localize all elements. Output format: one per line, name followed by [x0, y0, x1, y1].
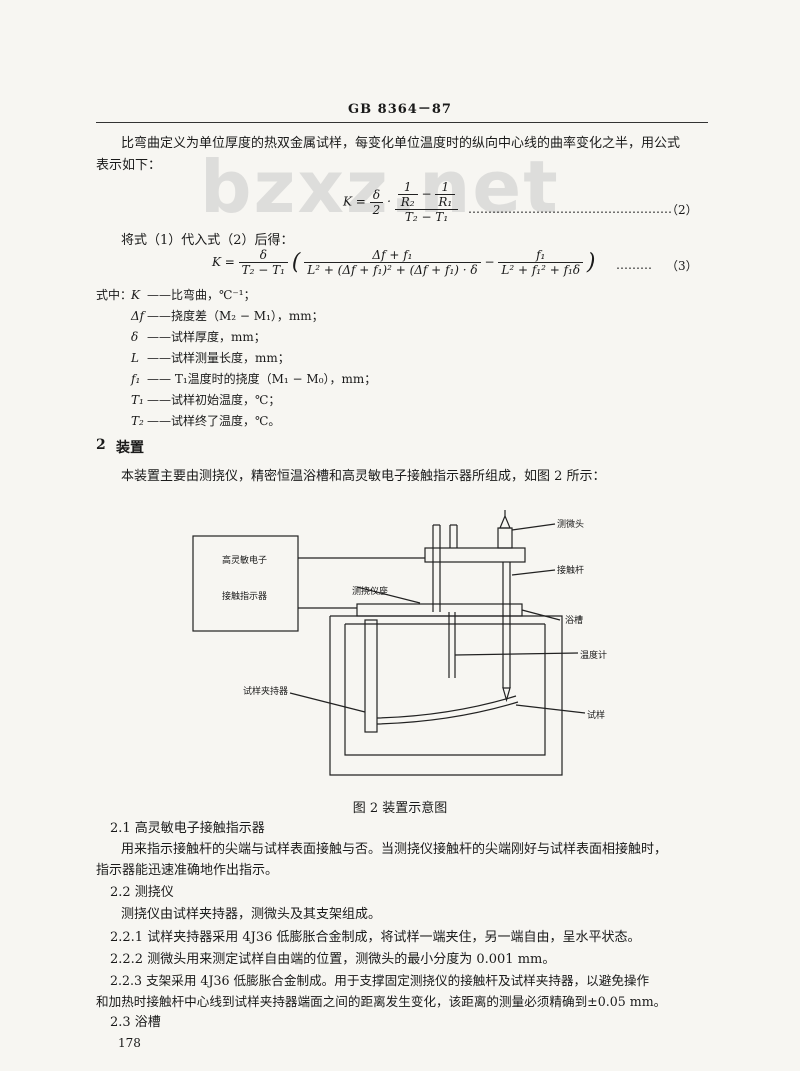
left-paren: ( — [291, 250, 301, 275]
symbol-row: T₂——试样终了温度，℃。 — [131, 412, 280, 430]
formula-2-delta-over-2: δ 2 — [369, 188, 384, 217]
formula-3-leader: ……… — [616, 258, 652, 272]
symbol-description: ——试样初始温度，℃； — [147, 393, 281, 407]
symbol-row: f₁ —— T₁温度时的挠度（M₁ − M₀），mm； — [131, 370, 376, 388]
symbol-name: K — [131, 288, 140, 302]
formula-2-main-denominator: T₂ − T₁ — [404, 210, 449, 224]
symbol-name: Δf — [131, 309, 145, 323]
figure-caption: 图 2 装置示意图 — [352, 801, 448, 816]
label-holder: 试样夹持器 — [243, 687, 289, 697]
s21-heading: 2.1 高灵敏电子接触指示器 — [110, 821, 265, 836]
label-bath: 浴槽 — [565, 616, 584, 626]
indicator-box — [192, 535, 299, 632]
frac-num: δ — [369, 188, 384, 203]
substitute-text: 将式（1）代入式（2）后得： — [121, 233, 294, 248]
symbol-description: ——试样测量长度，mm； — [147, 351, 290, 365]
symbol-row: K ——比弯曲，℃⁻¹； — [131, 286, 256, 304]
s222-text: 2.2.2 测微头用来测定试样自由端的位置，测微头的最小分度为 0.001 mm… — [110, 952, 556, 967]
section-2-number: 2 — [96, 437, 106, 453]
watermark: bzxz.net — [200, 145, 560, 229]
right-paren: ) — [586, 250, 596, 275]
formula-2-number: （2） — [666, 203, 698, 217]
symbol-description: ——挠度差（M₂ − M₁），mm； — [147, 309, 324, 323]
formula-2-main-fraction: 1 R₂ − 1 R₁ T₂ − T₁ — [394, 180, 459, 224]
label-base: 测挠仪座 — [352, 587, 389, 597]
label-micrometer: 测微头 — [557, 520, 585, 530]
formula-2: K = δ 2 · 1 R₂ − 1 R₁ T₂ − T₁ — [343, 180, 459, 224]
formula-2-lhs: K = — [343, 194, 370, 209]
frac-num: f₁ — [498, 248, 584, 263]
page-number: 178 — [118, 1036, 141, 1050]
symbol-description: ——比弯曲，℃⁻¹； — [147, 288, 256, 302]
formula-3-term-2: f₁ L² + f₁² + f₁δ — [498, 248, 584, 277]
symbol-row: L ——试样测量长度，mm； — [131, 349, 290, 367]
minus-sign: − — [421, 187, 436, 201]
inner-frac-a: 1 R₂ — [397, 180, 418, 209]
frac-den: R₁ — [438, 195, 453, 209]
frac-num: 1 — [435, 180, 456, 195]
top-crossbar — [424, 547, 526, 563]
symbol-description: —— T₁温度时的挠度（M₁ − M₀），mm； — [147, 372, 377, 386]
formula-3-number: （3） — [666, 259, 698, 273]
symbol-name: L — [131, 351, 139, 365]
label-thermometer: 温度计 — [580, 651, 608, 661]
s223-line-2: 和加热时接触杆中心线到试样夹持器端面之间的距离发生变化，该距离的测量必须精确到±… — [96, 994, 667, 1009]
frac-den: R₂ — [400, 195, 415, 209]
frac-den: 2 — [372, 202, 381, 217]
s23-heading: 2.3 浴槽 — [110, 1015, 161, 1030]
bath-inner — [344, 624, 546, 756]
frac-num: Δf + f₁ — [304, 248, 481, 263]
formula-2-dot: · — [387, 194, 395, 209]
intro-line-1: 比弯曲定义为单位厚度的热双金属试样，每变化单位温度时的纵向中心线的曲率变化之半，… — [121, 136, 681, 151]
frac-num: δ — [238, 248, 288, 263]
formula-3-lhs: K = — [212, 255, 239, 269]
formula-2-leader: …………………………………………… — [468, 202, 672, 216]
s22-heading: 2.2 测挠仪 — [110, 885, 174, 900]
symbol-name: δ — [131, 330, 139, 344]
symbol-description: ——试样终了温度，℃。 — [147, 414, 281, 428]
symbol-row: δ ——试样厚度，mm； — [131, 328, 266, 346]
bath-outer — [329, 615, 563, 776]
symbol-list-lead: 式中： — [96, 288, 133, 302]
specimen-holder — [364, 619, 378, 733]
label-specimen: 试样 — [587, 711, 606, 721]
minus-sign: − — [484, 255, 499, 269]
frac-den: L² + f₁² + f₁δ — [501, 263, 581, 277]
frac-den: T₂ − T₁ — [241, 263, 285, 277]
header-rule — [96, 122, 708, 123]
section-2-text: 本装置主要由测挠仪，精密恒温浴槽和高灵敏电子接触指示器所组成，如图 2 所示： — [121, 469, 606, 484]
symbol-name: f₁ — [131, 372, 141, 386]
s223-line-1: 2.2.3 支架采用 4J36 低膨胀合金制成。用于支撑固定测挠仪的接触杆及试样… — [110, 973, 650, 988]
s22-text: 测挠仪由试样夹持器，测微头及其支架组成。 — [121, 907, 382, 922]
s21-line-2: 指示器能迅速准确地作出指示。 — [96, 863, 279, 878]
inner-frac-b: 1 R₁ — [435, 180, 456, 209]
symbol-name: T₂ — [131, 414, 144, 428]
section-2-title: 装置 — [116, 440, 144, 456]
indicator-label-1: 高灵敏电子 — [222, 556, 268, 566]
symbol-name: T₁ — [131, 393, 144, 407]
label-contact-rod: 接触杆 — [557, 566, 585, 576]
indicator-label-2: 接触指示器 — [222, 592, 268, 602]
s21-line-1: 用来指示接触杆的尖端与试样表面接触与否。当测挠仪接触杆的尖端刚好与试样表面相接触… — [121, 842, 668, 857]
formula-2-main-numerator: 1 R₂ − 1 R₁ — [394, 180, 459, 210]
s221-text: 2.2.1 试样夹持器采用 4J36 低膨胀合金制成，将试样一端夹住，另一端自由… — [110, 930, 641, 945]
formula-3-prefactor: δ T₂ − T₁ — [238, 248, 288, 277]
frac-den: L² + (Δf + f₁)² + (Δf + f₁) · δ — [307, 263, 478, 277]
formula-3-term-1: Δf + f₁ L² + (Δf + f₁)² + (Δf + f₁) · δ — [304, 248, 481, 277]
standard-header: GB 8364－87 — [348, 102, 452, 117]
symbol-row: Δf——挠度差（M₂ − M₁），mm； — [131, 307, 324, 325]
symbol-row: T₁——试样初始温度，℃； — [131, 391, 280, 409]
intro-line-2: 表示如下： — [96, 158, 162, 173]
frac-num: 1 — [397, 180, 418, 195]
symbol-description: ——试样厚度，mm； — [147, 330, 266, 344]
formula-3: K = δ T₂ − T₁ ( Δf + f₁ L² + (Δf + f₁)² … — [212, 248, 595, 277]
micrometer-head — [497, 527, 513, 549]
specimen-strip — [376, 695, 517, 719]
